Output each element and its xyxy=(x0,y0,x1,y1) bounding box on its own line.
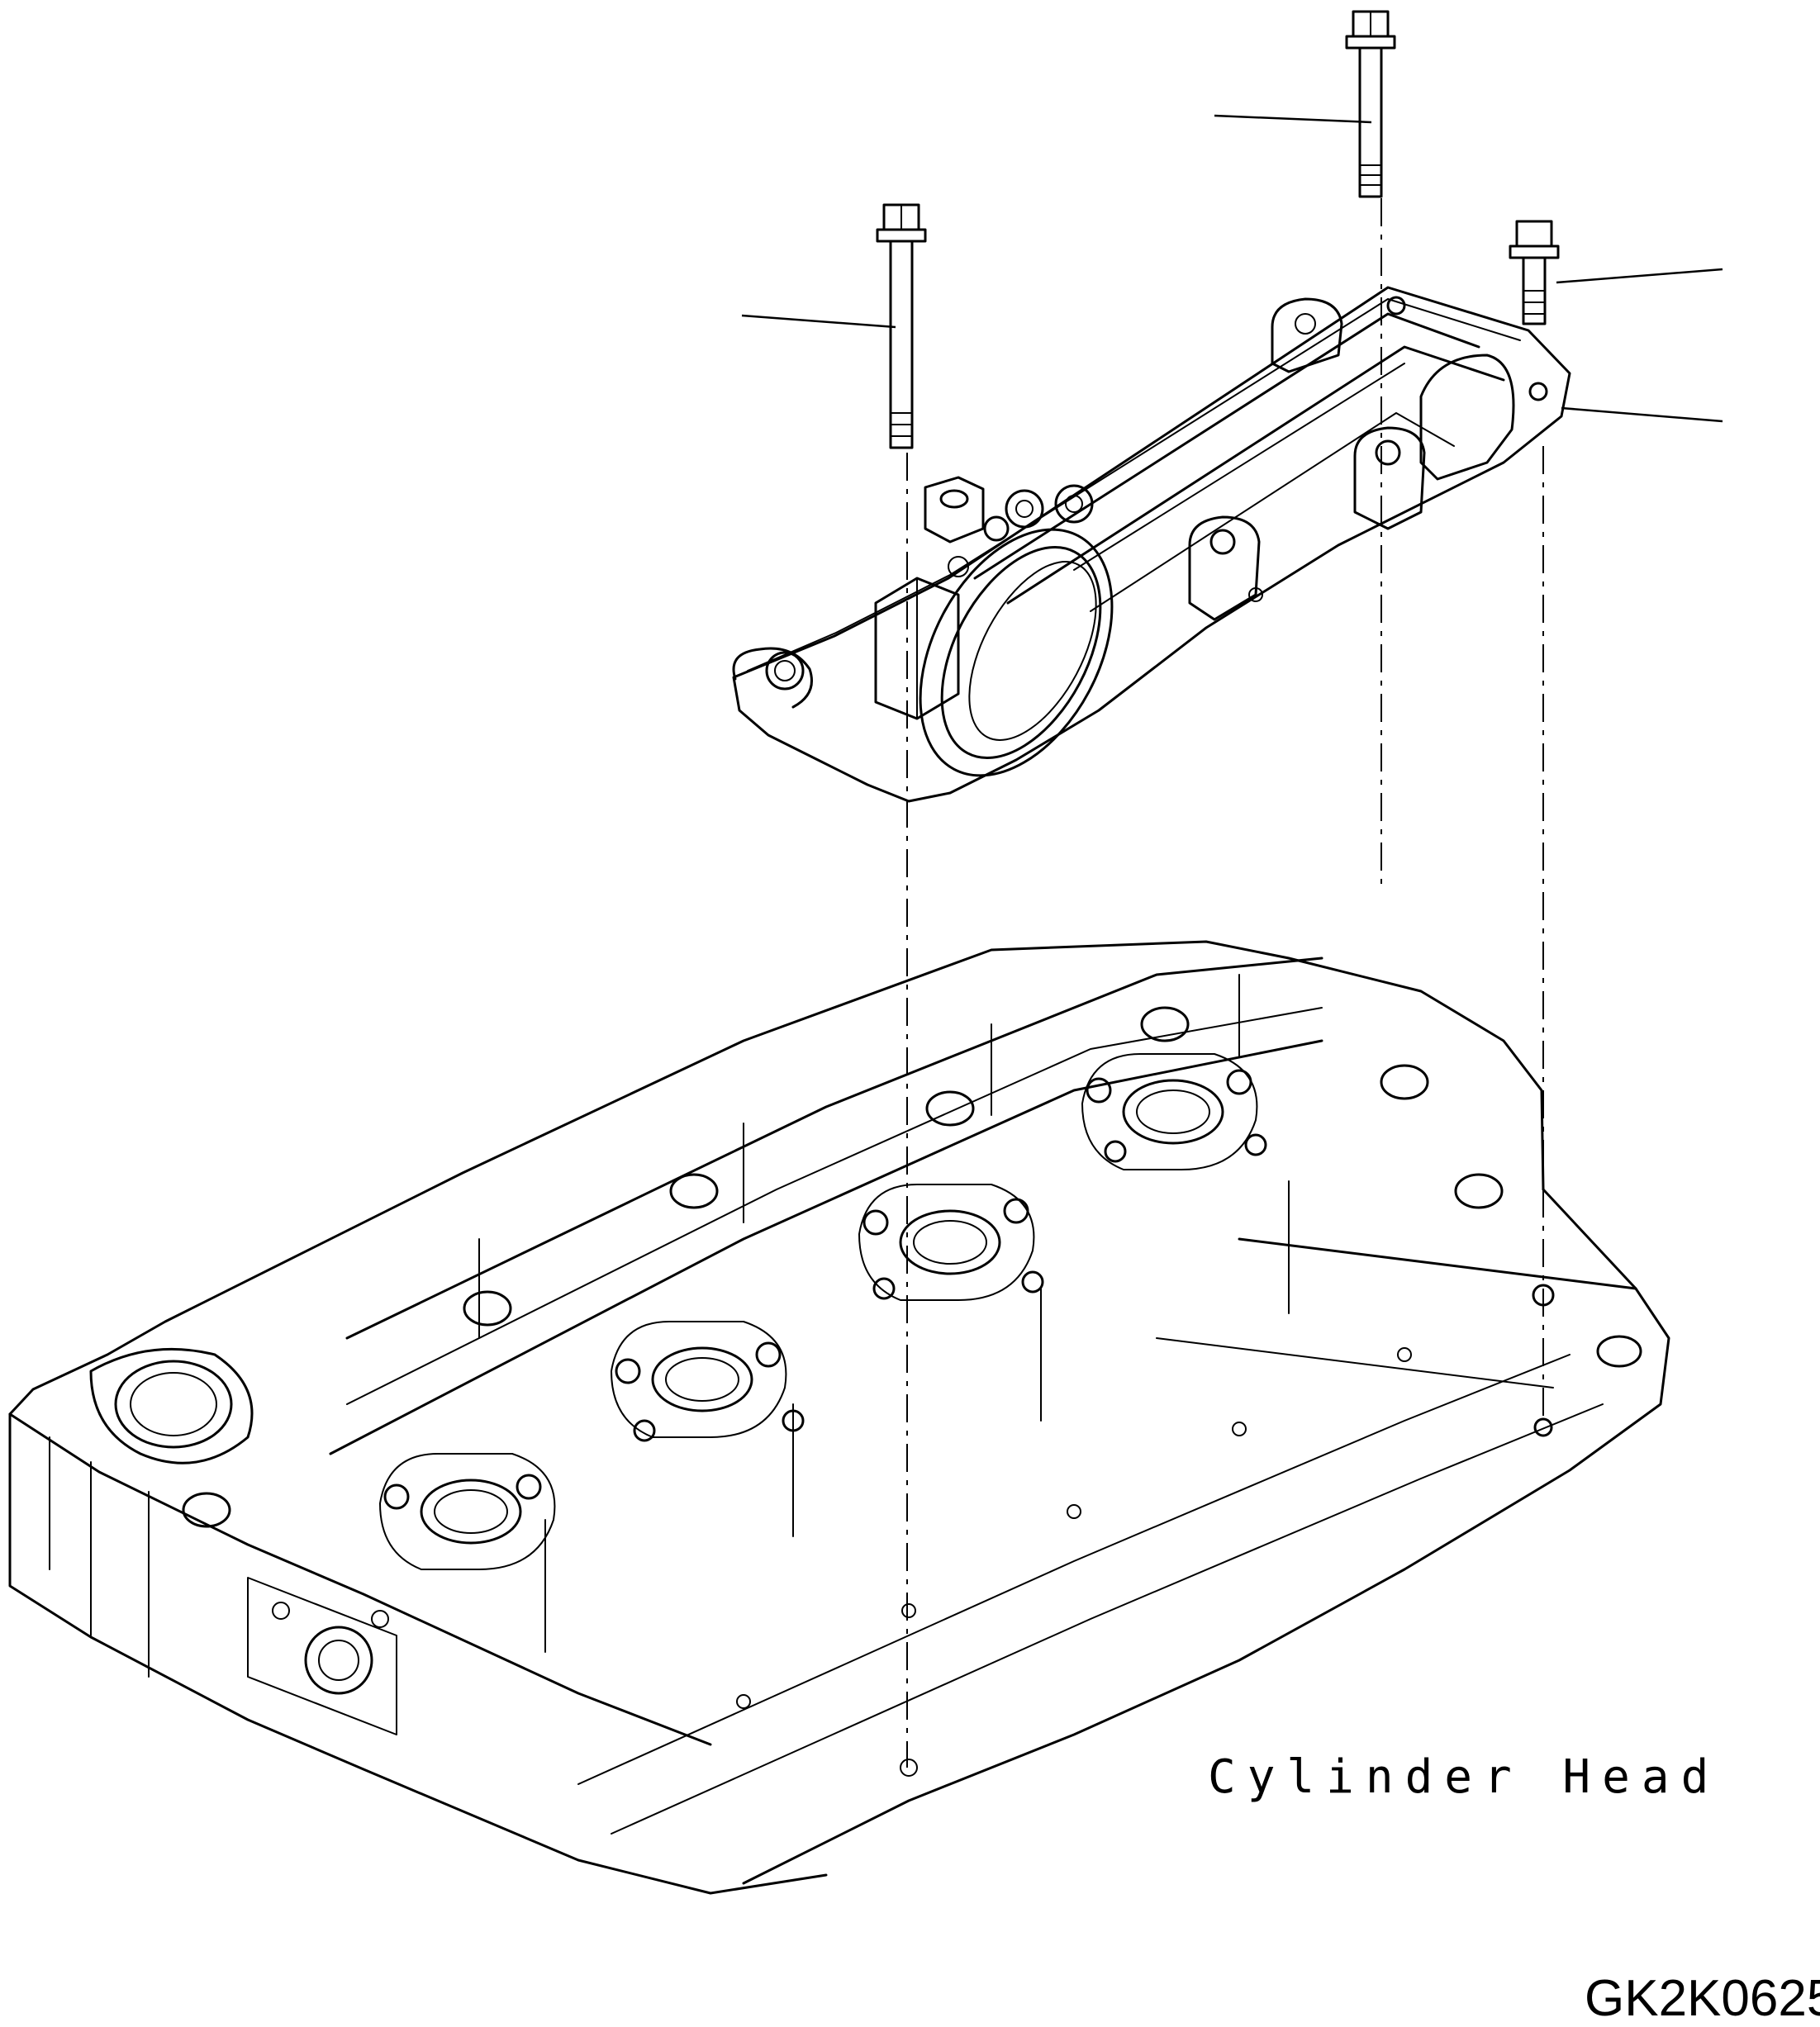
drawing-code: GK2K0625 xyxy=(1585,1970,1820,2027)
assembly-center-lines xyxy=(906,198,1544,1768)
cylinder-head xyxy=(8,940,1670,1895)
rocker-housing xyxy=(732,286,1571,803)
leader-lines xyxy=(741,114,1723,423)
cylinder-head-label: Cylinder Head xyxy=(1208,1750,1720,1804)
long-bolt-center xyxy=(1345,10,1396,198)
long-bolt-left xyxy=(876,203,927,449)
short-bolt-right xyxy=(1509,220,1560,325)
